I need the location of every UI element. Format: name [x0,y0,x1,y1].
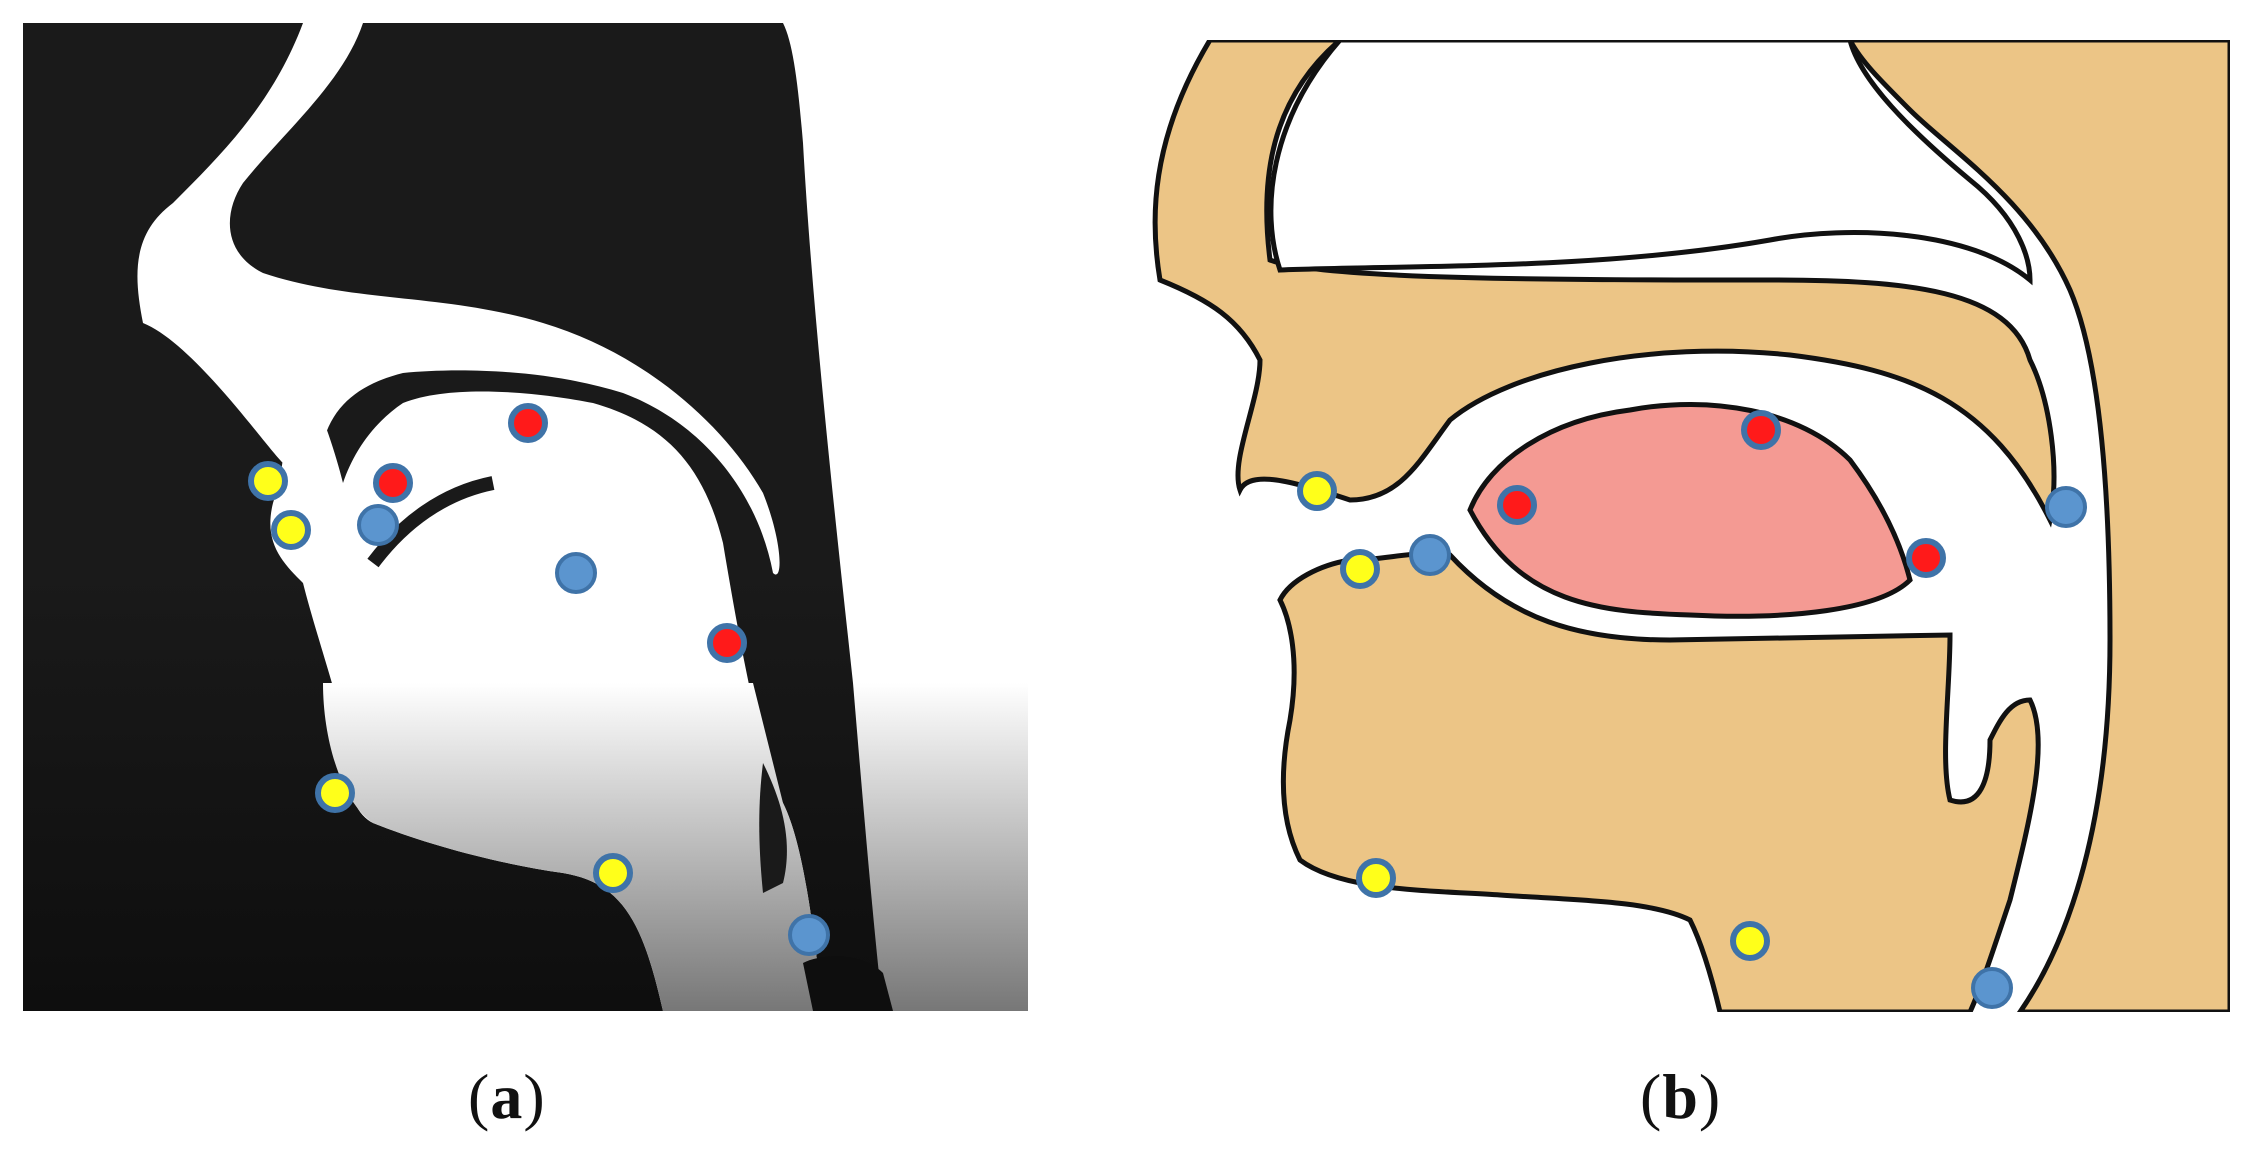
panel-a-landmarks [248,403,830,956]
panel-a-grayscale-tract [23,23,1028,1011]
panel-a-illustration [23,23,1028,1011]
landmark-yellow [1730,921,1770,961]
landmark-yellow [593,853,633,893]
landmark-blue [1971,967,2013,1009]
landmark-yellow [271,510,311,550]
landmark-yellow [248,461,288,501]
landmark-red [1497,485,1537,525]
landmark-yellow [315,773,355,813]
landmark-yellow [1297,471,1337,511]
outer-background-region [783,23,1028,683]
panel-b-colored-tract [1150,40,2230,1012]
landmark-red [707,623,747,663]
caption-a-letter: a [490,1061,524,1132]
landmark-red [1741,410,1781,450]
panel-b-illustration [1152,40,2230,1012]
landmark-red [373,463,413,503]
caption-b: (b) [1640,1061,1722,1132]
landmark-blue [555,552,597,594]
landmark-red [508,403,548,443]
landmark-yellow [1340,549,1380,589]
caption-a: (a) [468,1061,546,1132]
landmark-blue [2045,486,2087,528]
panel-b-landmarks [1297,410,2087,1009]
landmark-yellow [1356,858,1396,898]
landmark-red [1906,538,1946,578]
landmark-blue [357,504,399,546]
caption-b-letter: b [1662,1061,1699,1132]
landmark-blue [1409,534,1451,576]
landmark-blue [788,914,830,956]
